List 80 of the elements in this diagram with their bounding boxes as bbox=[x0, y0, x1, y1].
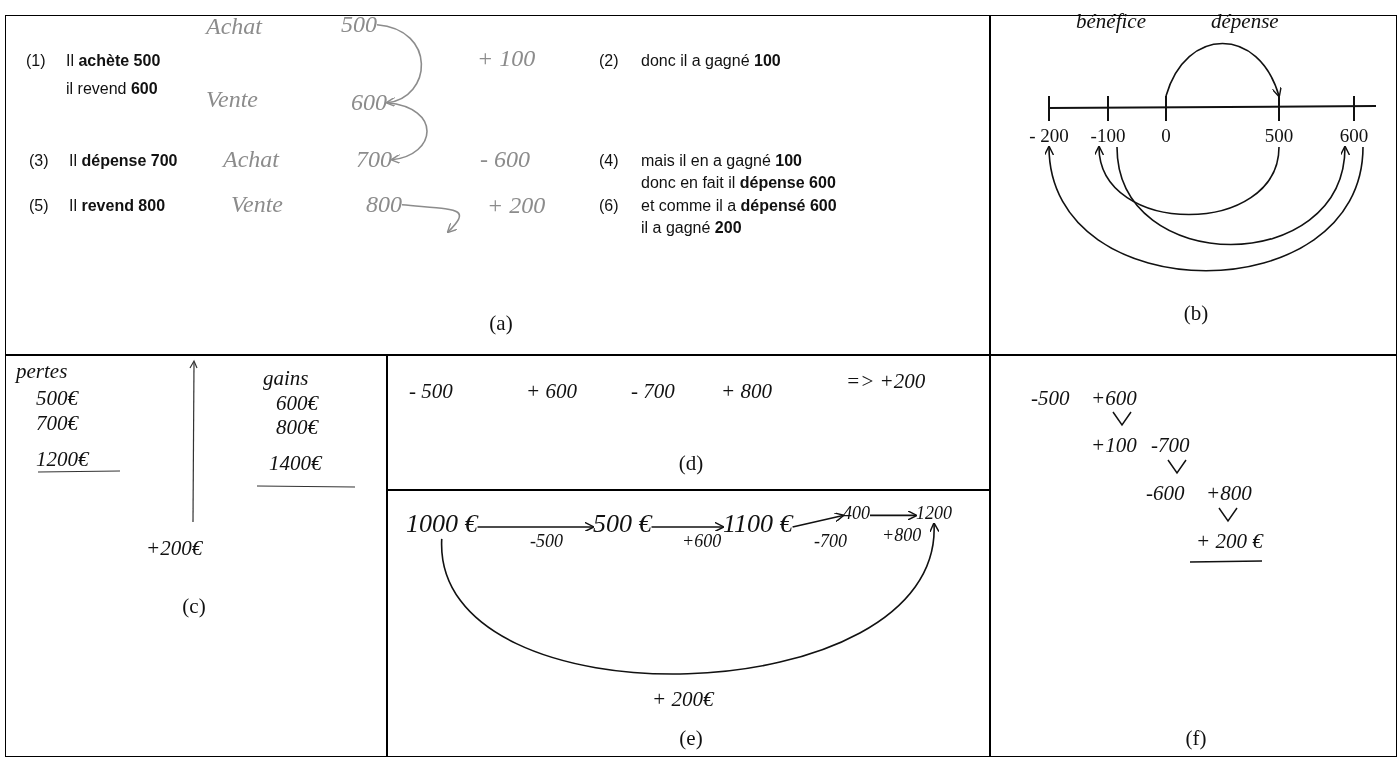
handwritten-word: gains bbox=[263, 366, 309, 391]
handwritten-amount: 700€ bbox=[36, 411, 78, 436]
handwritten-word: bénéfice bbox=[1076, 9, 1146, 34]
handwritten-term: -600 bbox=[1146, 481, 1185, 506]
panel-frame bbox=[990, 355, 1397, 757]
arrow bbox=[791, 512, 845, 528]
arrow bbox=[1095, 145, 1280, 216]
handwritten-term: -700 bbox=[1151, 433, 1190, 458]
panel-caption: (e) bbox=[679, 725, 703, 751]
panel-caption: (f) bbox=[1185, 725, 1207, 751]
panel-frame bbox=[5, 355, 387, 757]
handwritten-term: - 500 bbox=[409, 379, 453, 404]
handwritten-amount: 1200€ bbox=[36, 447, 89, 472]
step-number: (6) bbox=[599, 197, 619, 216]
handwritten-term: - 700 bbox=[631, 379, 675, 404]
panel-caption: (c) bbox=[182, 593, 206, 619]
arrow bbox=[869, 510, 918, 521]
statement-text: il a gagné 200 bbox=[641, 219, 742, 238]
handwritten-number: 1100 € bbox=[723, 509, 793, 539]
arrow bbox=[386, 102, 428, 164]
handwritten-amount: 600€ bbox=[276, 391, 318, 416]
handwritten-word: Vente bbox=[231, 191, 283, 219]
handwritten-number: 500 € bbox=[593, 509, 652, 539]
arrow bbox=[1116, 145, 1349, 246]
handwritten-term: + 600 bbox=[526, 379, 577, 404]
step-number: (3) bbox=[29, 152, 49, 171]
panel-caption: (b) bbox=[1183, 300, 1209, 326]
handwritten-term: +800 bbox=[1206, 481, 1252, 506]
statement-text: donc en fait il dépense 600 bbox=[641, 174, 836, 193]
arrow bbox=[650, 521, 725, 533]
statement-text: il revend 600 bbox=[66, 80, 158, 99]
step-number: (5) bbox=[29, 197, 49, 216]
panel-caption: (d) bbox=[678, 450, 704, 476]
step-number: (4) bbox=[599, 152, 619, 171]
arrow bbox=[1165, 42, 1282, 98]
handwritten-word: dépense bbox=[1211, 9, 1279, 34]
handwritten-amount: 1400€ bbox=[269, 451, 322, 476]
arrow bbox=[440, 522, 938, 675]
panel-frame bbox=[387, 355, 990, 490]
step-number: (2) bbox=[599, 52, 619, 71]
statement-text: mais il en a gagné 100 bbox=[641, 152, 802, 171]
handwritten-term: -500 bbox=[1031, 386, 1070, 411]
panel-frame bbox=[990, 15, 1397, 355]
handwritten-amount: 500€ bbox=[36, 386, 78, 411]
handwritten-word: Vente bbox=[206, 86, 258, 114]
handwritten-word: pertes bbox=[16, 359, 68, 384]
panel-frame bbox=[5, 15, 990, 355]
handwritten-result: + 200 € bbox=[1196, 529, 1263, 554]
statement-text: donc il a gagné 100 bbox=[641, 52, 781, 71]
step-number: (1) bbox=[26, 52, 46, 71]
handwritten-term: +600 bbox=[1091, 386, 1137, 411]
arrow bbox=[1045, 145, 1364, 272]
tick-number: 600 bbox=[1339, 125, 1369, 147]
arrow bbox=[476, 521, 595, 533]
statement-text: Il revend 800 bbox=[69, 197, 166, 216]
tick-number: 500 bbox=[1264, 125, 1294, 147]
handwritten-word: Achat bbox=[206, 13, 262, 41]
arrow bbox=[401, 204, 461, 234]
statement-text: et comme il a dépensé 600 bbox=[641, 197, 837, 216]
statement-text: Il dépense 700 bbox=[69, 152, 178, 171]
tick-number: -100 bbox=[1090, 125, 1126, 147]
handwritten-word: Achat bbox=[223, 146, 279, 174]
handwritten-number: 1200 bbox=[916, 503, 952, 524]
handwritten-number: 600 bbox=[351, 89, 387, 117]
handwritten-number: 700 bbox=[356, 146, 392, 174]
handwritten-number: 1000 € bbox=[406, 509, 478, 539]
tick-number: - 200 bbox=[1029, 125, 1069, 147]
arrow bbox=[376, 24, 423, 106]
panel-caption: (a) bbox=[489, 310, 513, 336]
panel-frame bbox=[387, 490, 990, 757]
handwritten-number: 400 bbox=[843, 503, 870, 524]
handwritten-amount: 800€ bbox=[276, 415, 318, 440]
handwritten-amount: +200€ bbox=[146, 536, 203, 561]
handwritten-number: 800 bbox=[366, 191, 402, 219]
handwritten-term: + 800 bbox=[721, 379, 772, 404]
handwritten-term: +100 bbox=[1091, 433, 1137, 458]
handwritten-result: => +200 bbox=[846, 369, 926, 394]
tick-number: 0 bbox=[1161, 125, 1171, 147]
statement-text: Il achète 500 bbox=[66, 52, 161, 71]
handwritten-number: 500 bbox=[341, 11, 377, 39]
